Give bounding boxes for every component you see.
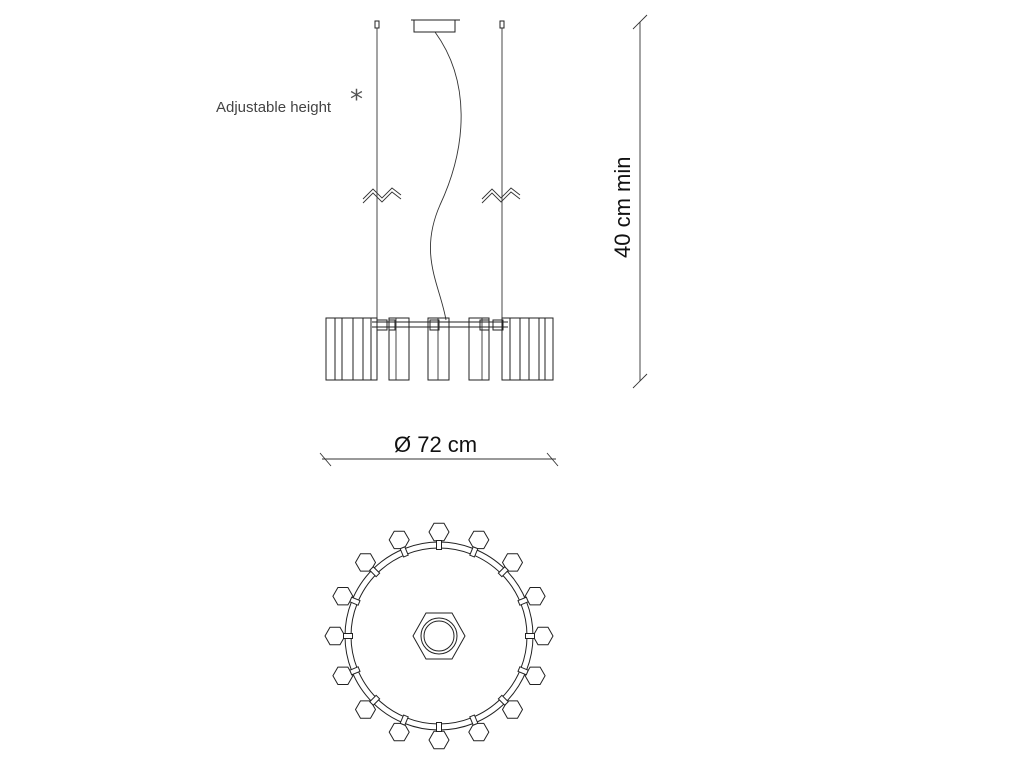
ring-clip bbox=[399, 546, 409, 558]
ring-clip bbox=[369, 694, 381, 706]
glass-hexagon bbox=[468, 530, 490, 550]
ring-clip bbox=[525, 633, 535, 639]
ring-clip bbox=[469, 714, 479, 726]
glass-hexagon bbox=[324, 626, 346, 646]
glass-hexagon bbox=[388, 530, 410, 550]
glass-hexagon bbox=[532, 626, 554, 646]
height-dimension-label: 40 cm min bbox=[610, 157, 635, 258]
adjustable-height-label: Adjustable height bbox=[216, 99, 332, 116]
height-dimension-line bbox=[632, 14, 648, 389]
ring-clip bbox=[497, 566, 509, 578]
glass-hexagon bbox=[524, 666, 546, 685]
glass-hexagon bbox=[428, 730, 450, 750]
ring-clip bbox=[399, 714, 409, 726]
glass-hexagon bbox=[524, 587, 546, 606]
ring-clip bbox=[349, 666, 361, 676]
ring-clip bbox=[497, 694, 509, 706]
asterisk-mark: * bbox=[350, 85, 363, 115]
center-hub-inner-circle bbox=[423, 620, 455, 652]
ring-clip bbox=[349, 596, 361, 606]
glass-elements-plan bbox=[324, 522, 554, 750]
cable-break-mark-right bbox=[481, 187, 521, 204]
power-cord bbox=[429, 31, 462, 321]
cable-anchor-left bbox=[374, 20, 380, 29]
ring-bar-side bbox=[372, 321, 508, 328]
glass-hexagon bbox=[332, 587, 354, 606]
ring-clip bbox=[436, 722, 442, 732]
center-hub-hexagon bbox=[412, 612, 466, 660]
diameter-dimension-label: Ø 72 cm bbox=[394, 432, 477, 457]
ring-clip bbox=[369, 566, 381, 578]
glass-hexagon bbox=[501, 700, 524, 719]
cable-break-mark-left bbox=[362, 187, 402, 204]
glass-hexagon bbox=[332, 666, 354, 685]
glass-hexagon bbox=[501, 553, 524, 572]
center-hub-outer-circle bbox=[420, 617, 458, 655]
diameter-dimension-line bbox=[319, 452, 559, 467]
side-elevation-view bbox=[325, 19, 554, 381]
ceiling-canopy bbox=[411, 19, 460, 33]
cable-anchor-right bbox=[499, 20, 505, 29]
ring-clip bbox=[436, 540, 442, 550]
ring-clip bbox=[469, 546, 479, 558]
plan-view bbox=[324, 522, 554, 750]
glass-hexagon bbox=[468, 722, 490, 742]
glass-hexagon bbox=[428, 522, 450, 542]
glass-elements-side bbox=[325, 317, 554, 381]
ring-clip bbox=[517, 596, 529, 606]
glass-hexagon bbox=[388, 722, 410, 742]
ring-clip bbox=[343, 633, 353, 639]
ring-clip bbox=[517, 666, 529, 676]
